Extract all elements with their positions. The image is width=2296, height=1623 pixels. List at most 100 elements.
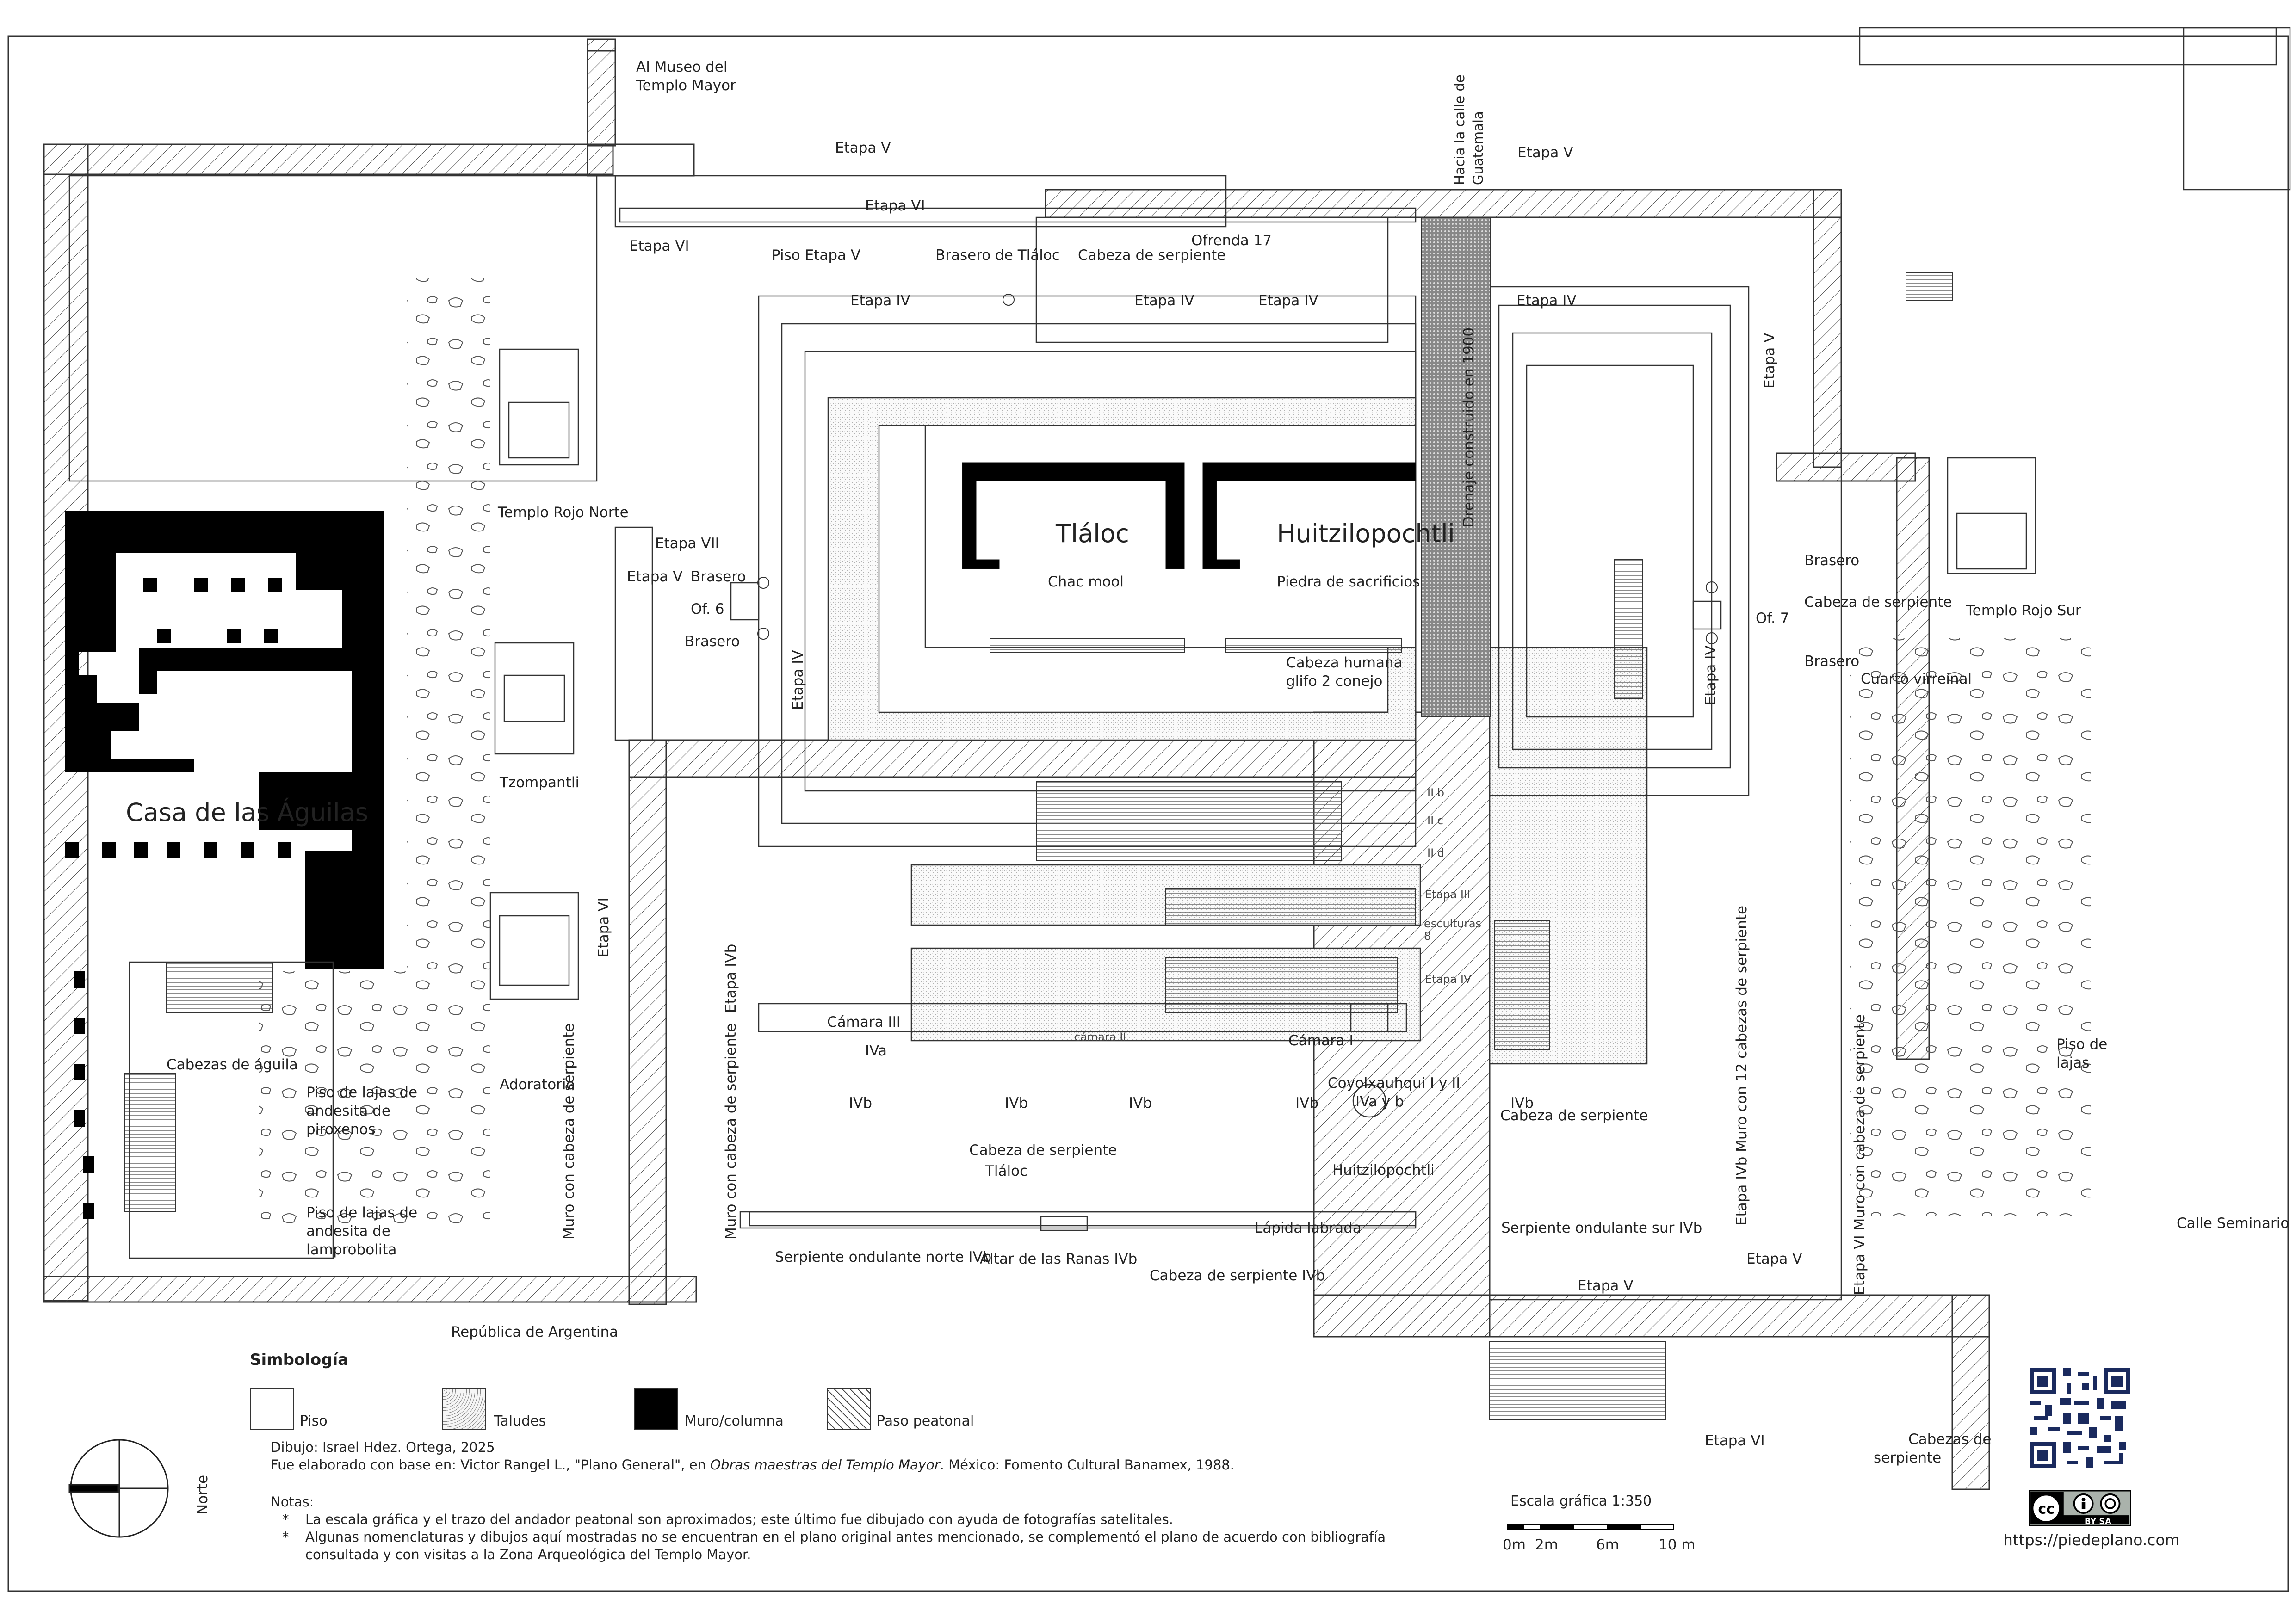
label-piso-piroxenos-1: Piso de lajas de [306,1084,417,1101]
label-drenaje: Drenaje construido en 1900 [1461,327,1477,527]
label-etapa-iv-left-vertical: Etapa IV [790,650,806,710]
credits-source: Fue elaborado con base en: Victor Rangel… [271,1457,1234,1473]
legend-label-piso: Piso [300,1413,328,1429]
label-esculturas-2: 8 [1424,930,1431,943]
north-arrow: Norte [68,1439,211,1538]
label-brasero-1: Brasero [691,568,746,585]
label-hacia-guatemala-2: Guatemala [1470,111,1486,185]
label-serpiente-norte: Serpiente ondulante norte IVb [775,1249,991,1265]
label-cabeza-serpiente-ivb: Cabeza de serpiente IVb [1150,1267,1325,1284]
label-etapa-v-right-vertical: Etapa V [1761,333,1778,389]
north-label: Norte [194,1475,211,1515]
label-cabezas-serpiente-bottom-1: Cabezas de [1908,1431,1991,1448]
note-2: Algunas nomenclaturas y dibujos aquí mos… [305,1529,1386,1545]
label-piso-piroxenos-3: piroxenos [306,1121,376,1138]
legend-swatch-paso-peatonal [827,1388,871,1430]
label-piso-piroxenos-2: andesita de [306,1103,390,1119]
label-of-7: Of. 7 [1756,610,1789,627]
label-esculturas-1: esculturas [1424,917,1481,930]
label-etapa-vi-vertical: Etapa VI [595,897,612,957]
site-url[interactable]: https://piedeplano.com [2003,1531,2180,1549]
scale-title: Escala gráfica 1:350 [1510,1493,1652,1509]
label-etapa-ivb-12: Etapa IVb Muro con 12 cabezas de serpien… [1733,906,1750,1226]
label-etapa-iii: Etapa III [1425,888,1470,901]
label-cabeza-serpiente-tlaloc-2: Tláloc [985,1163,1027,1179]
label-huitzilopochtli: Huitzilopochtli [1277,519,1455,548]
label-calle-seminario: Calle Seminario [2177,1215,2289,1232]
label-etapa-iic: II c [1427,814,1443,827]
license-text: BY SA [2085,1517,2111,1526]
label-etapa-iv-right-vertical: Etapa IV [1702,645,1719,705]
label-etapa-iv-2: Etapa IV [1134,292,1194,309]
label-chac-mool: Chac mool [1048,574,1124,590]
label-etapa-vi-top: Etapa VI [865,197,925,214]
scale-tick-6: 6m [1596,1537,1619,1553]
legend-swatch-muro [634,1388,678,1430]
staircases [124,272,1953,1420]
label-etapa-v-bottom-right: Etapa V [1746,1251,1802,1267]
cc-icon [2031,1493,2061,1524]
label-iva: IVa [865,1043,887,1059]
label-casa-aguilas: Casa de las Águilas [126,798,368,827]
legend-label-paso-peatonal: Paso peatonal [877,1413,974,1429]
label-tzompantli: Tzompantli [499,774,579,791]
label-hacia-guatemala-1: Hacia la calle de [1452,74,1467,185]
label-etapa-vi-bottom: Etapa VI [1705,1432,1765,1449]
legend-label-muro: Muro/columna [685,1413,784,1429]
note-bullet-1: * [282,1512,289,1527]
label-piso-lajas-2: lajas [2056,1055,2089,1071]
label-lapida-labrada: Lápida labrada [1255,1220,1362,1236]
label-coyolxauhqui-1: Coyolxauhqui I y II [1328,1075,1460,1092]
label-coyolxauhqui-2: IVa y b [1355,1093,1404,1110]
qr-code[interactable] [2026,1364,2134,1472]
shrines [924,425,1417,653]
scale-tick-0: 0m [1503,1537,1526,1553]
cc-license-badge[interactable]: cc BY SA [2026,1490,2134,1526]
label-muro-cabeza-serpiente-mid: Muro con cabeza de serpiente [723,1023,739,1240]
label-huitzilopochtli-small: Huitzilopochtli [1332,1162,1435,1179]
label-ofrenda-17: Ofrenda 17 [1191,232,1272,249]
label-etapa-iib: II b [1427,786,1444,799]
scale-bar: 0m 2m 6m 10 m [1503,1524,1696,1553]
legend-swatch-taludes [442,1388,486,1430]
label-etapa-vi-muro: Etapa VI Muro con cabeza de serpiente [1851,1014,1868,1295]
label-etapa-iid: II d [1427,846,1444,859]
label-cabezas-serpiente-bottom-2: serpiente [1874,1450,1941,1466]
label-adoratorio: Adoratorio [500,1076,575,1093]
label-etapa-iv-mid: Etapa IV [1425,973,1472,986]
page-frame [7,35,2289,1592]
label-of-6: Of. 6 [691,601,724,617]
label-piso-lamprobolita-2: andesita de [306,1223,390,1240]
label-ivb-4: IVb [1295,1095,1318,1111]
label-brasero-4: Brasero [1804,653,1859,670]
label-cabezas-aguila: Cabezas de águila [167,1056,298,1073]
label-brasero-3: Brasero [1804,552,1859,569]
brazier-markers [757,294,1718,644]
label-cabeza-serpiente-mid: Cabeza de serpiente [1500,1107,1648,1124]
label-al-museo-2: Templo Mayor [636,77,736,94]
scale-tick-10: 10 m [1659,1537,1696,1553]
label-ivb-5: IVb [1510,1095,1534,1111]
label-camara-iii: Cámara III [827,1014,901,1031]
notes-title: Notas: [271,1494,314,1510]
label-piso-lamprobolita-1: Piso de lajas de [306,1204,417,1221]
label-brasero-tlaloc: Brasero de Tláloc [935,247,1060,264]
legend-title: Simbología [250,1351,349,1369]
label-al-museo-1: Al Museo del [636,59,727,75]
note-2-cont: consultada y con visitas a la Zona Arque… [305,1547,751,1562]
label-etapa-v-bottom: Etapa V [1578,1277,1633,1294]
structures [68,27,2291,1259]
label-etapa-iv-1: Etapa IV [850,292,910,309]
scale-tick-2: 2m [1535,1537,1558,1553]
label-etapa-v-top-right: Etapa V [1517,144,1573,161]
label-altar-ranas: Altar de las Ranas IVb [980,1251,1137,1267]
label-etapa-v-left: Etapa V [627,568,682,585]
casa-aguilas-walls [65,511,384,1219]
label-brasero-2: Brasero [685,633,740,650]
label-ivb-1: IVb [849,1095,872,1111]
label-tlaloc: Tláloc [1055,519,1129,548]
label-templo-rojo-norte: Templo Rojo Norte [497,504,629,521]
label-cabeza-serpiente-top: Cabeza de serpiente [1078,247,1225,264]
label-muro-cabeza-serpiente-left: Muro con cabeza de serpiente [561,1023,577,1240]
label-camara-i: Cámara I [1288,1032,1354,1049]
